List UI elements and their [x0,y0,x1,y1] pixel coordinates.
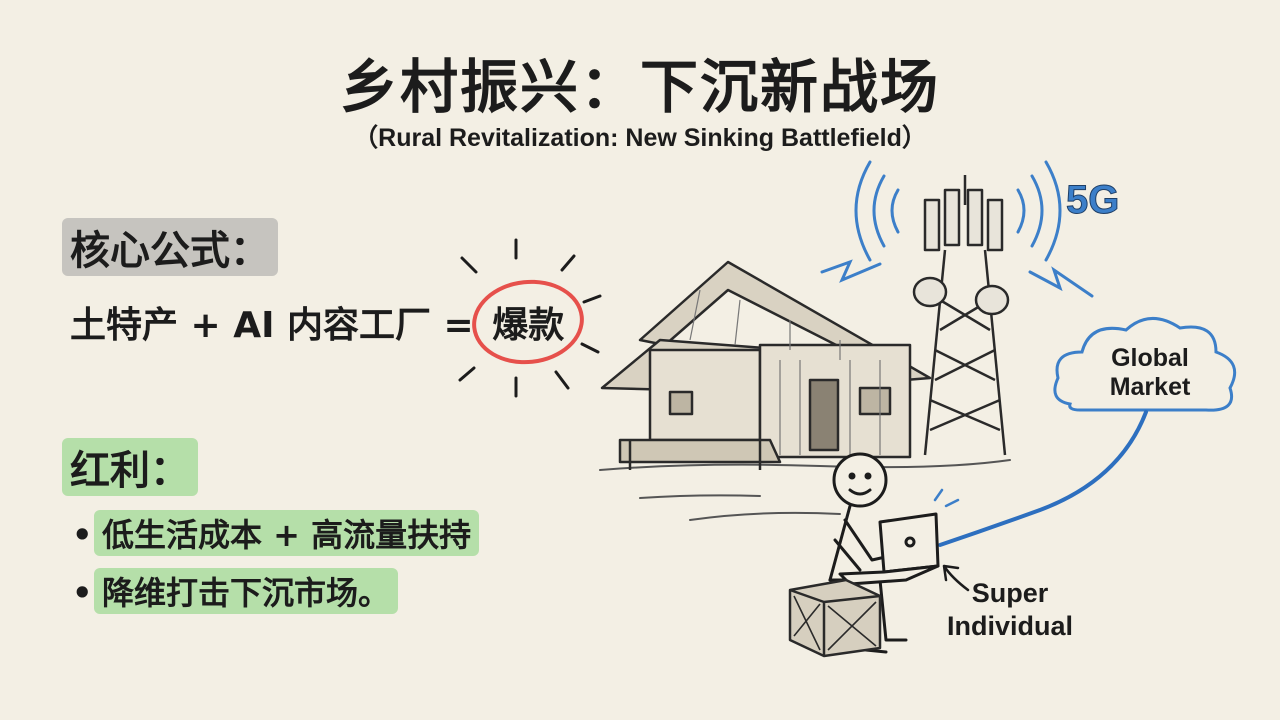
formula-heading-text: 核心公式： [62,218,278,276]
bullet-dot: • [72,516,93,554]
person-label: Super Individual [935,577,1085,643]
laptop-icon [838,512,940,586]
cloud-icon [1053,317,1237,412]
person-label-line: Super [971,578,1049,608]
benefits-heading: 红利： [62,438,198,496]
ground [599,459,1011,521]
benefit-item: •降维打击下沉市场。 [72,568,399,614]
cell-tower-icon [912,175,1010,456]
formula-result: 爆款 [486,296,570,348]
benefit-item: •低生活成本 + 高流量扶持 [72,510,480,556]
cloud-label-line: Market [1109,373,1191,401]
cloud-label-line: Global [1111,344,1189,372]
bullet-dot: • [72,574,93,612]
crate-icon [788,578,882,658]
connection-line [938,410,1148,547]
person-label-line: Individual [946,611,1073,641]
benefit-item-text: 降维打击下沉市场。 [94,568,399,614]
page-subtitle: （Rural Revitalization: New Sinking Battl… [353,124,927,152]
cloud-label: Global Market [1080,344,1220,402]
pointer-arrow-icon [942,564,970,592]
benefits-heading-text: 红利： [62,438,198,496]
formula-heading: 核心公式： [62,218,278,276]
formula-prefix: 土特产 + AI 内容工厂 = [70,305,487,346]
benefit-item-text: 低生活成本 + 高流量扶持 [94,510,480,556]
signal-waves-icon [820,160,1094,298]
person-icon [828,452,908,654]
tower-label: 5G [1065,178,1120,223]
hut-icon [600,260,932,470]
laptop-spark-icon [933,488,960,508]
page-title: 乡村振兴：下沉新战场 [339,53,940,121]
formula-line: 土特产 + AI 内容工厂 = 爆款 [70,296,570,348]
burst-rays-icon [458,238,602,398]
